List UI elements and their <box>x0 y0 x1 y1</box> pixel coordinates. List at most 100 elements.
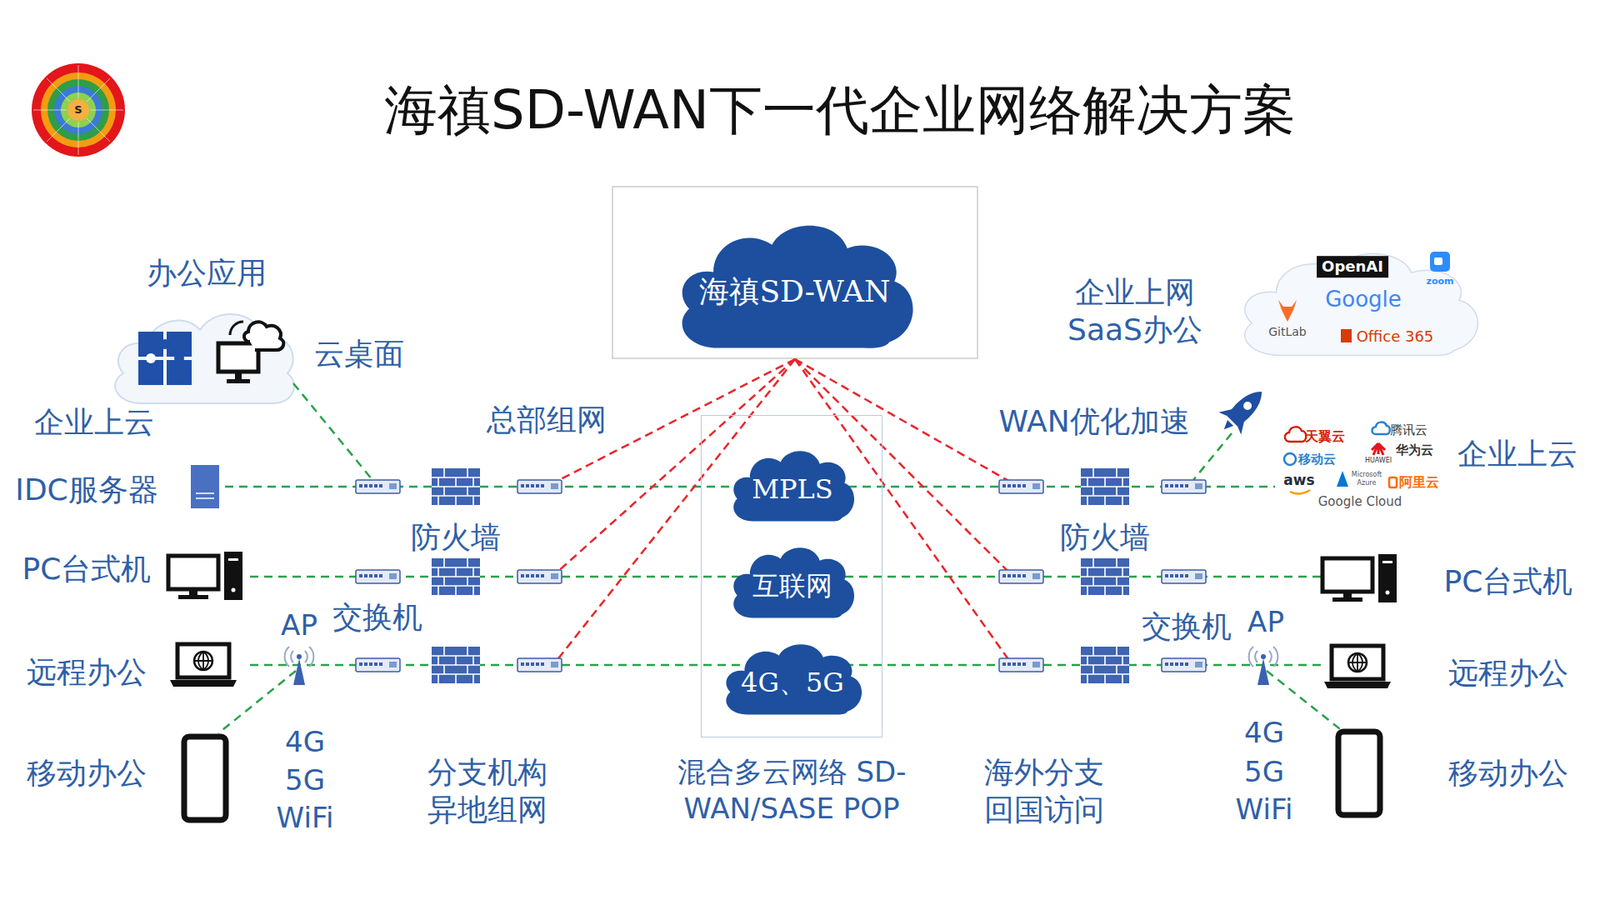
text-label: 移动办公 <box>26 754 147 792</box>
red-links <box>555 359 1010 662</box>
green-links <box>218 383 1344 734</box>
text-label: 交换机 <box>1141 607 1232 645</box>
node-text: Office 365 <box>1356 327 1435 346</box>
node-text: 互联网 <box>752 570 833 602</box>
text-label: Microsoft Azure <box>1348 470 1385 488</box>
right-devices <box>999 468 1206 684</box>
text-label: 企业上网 SaaS办公 <box>1060 273 1210 349</box>
switch-icon <box>355 480 400 494</box>
text-label: 企业上云 <box>34 403 155 441</box>
text-label: 防火墙 <box>410 518 501 556</box>
text-label: 5G <box>285 762 325 799</box>
text-label: 分支机构 异地组网 <box>412 753 563 829</box>
laptop-icon <box>1324 645 1391 689</box>
cloud-outline <box>725 644 862 715</box>
text-label: S <box>74 103 82 117</box>
cloud-outline <box>733 450 855 521</box>
firewall-icon <box>431 468 480 505</box>
text-label: 4G <box>285 724 325 760</box>
text-label: 5G <box>1244 754 1285 790</box>
pc-icon <box>1322 554 1397 603</box>
text-label: PC台式机 <box>1444 562 1574 600</box>
text-label: WiFi <box>276 800 335 836</box>
node-text: OpenAI <box>1316 255 1389 278</box>
text-label: 4G <box>1244 715 1285 751</box>
switch-icon <box>1161 570 1206 584</box>
text-label: 天翼云 <box>1305 428 1345 445</box>
network-cloud: 海禛SD-WAN <box>667 215 923 358</box>
text-label: PC台式机 <box>22 550 152 588</box>
switch-icon <box>355 658 400 672</box>
text-label: WiFi <box>1235 791 1294 828</box>
text-label: 腾讯云 <box>1390 422 1428 439</box>
node-text: 4G、5G <box>740 666 845 699</box>
text-label: 远程办公 <box>26 653 147 691</box>
text-label: 华为云 <box>1395 442 1434 459</box>
gitlab-icon <box>1278 300 1297 322</box>
left-devices <box>355 468 562 684</box>
firewall-icon <box>431 558 480 595</box>
text-label: 交换机 <box>332 598 423 636</box>
node-text: GitLab <box>1268 325 1307 340</box>
router-icon <box>999 480 1044 494</box>
office-icon <box>1340 329 1352 343</box>
node-text: zoom <box>1426 275 1455 287</box>
text-label: IDC服务器 <box>15 470 158 509</box>
router-icon <box>517 658 562 672</box>
text-label: 云桌面 <box>314 335 405 373</box>
network-cloud: MPLS <box>725 445 860 527</box>
network-cloud: 4G、5G <box>717 638 868 720</box>
text-label: WAN优化加速 <box>998 402 1190 440</box>
router-icon <box>517 570 562 584</box>
server-icon <box>190 465 220 509</box>
text-label: 远程办公 <box>1448 654 1569 692</box>
text-label: aws <box>1283 471 1315 490</box>
office-apps-illustration <box>115 314 295 404</box>
text-label: 企业上云 <box>1457 435 1578 473</box>
ap-icon <box>1249 646 1279 685</box>
zoom-icon <box>1434 257 1443 265</box>
text-label: 办公应用 <box>146 254 267 292</box>
cloud-outline <box>733 547 855 618</box>
zoom-icon <box>1430 251 1450 272</box>
text-label: 总部组网 <box>486 400 607 439</box>
cloud-outline <box>682 225 914 348</box>
phone-icon <box>1338 731 1380 815</box>
cloud-provider-marks <box>1284 422 1397 495</box>
text-label: 海外分支 回国访问 <box>969 753 1120 829</box>
node-text: Google <box>1325 286 1402 313</box>
switch-icon <box>355 570 400 584</box>
text-label: HUAWEI <box>1365 456 1392 465</box>
pop-group-box: 混合多云网络 SD-WAN/SASE POPMPLS互联网4G、5G <box>700 415 883 738</box>
node-text: 海禛SD-WAN <box>699 273 890 310</box>
phone-icon <box>184 736 226 820</box>
firewall-icon <box>431 646 480 684</box>
frame <box>612 186 978 359</box>
text-label: 移动云 <box>1298 451 1336 468</box>
network-cloud: 互联网 <box>725 541 860 624</box>
text-label: 移动办公 <box>1448 754 1569 792</box>
saas-cloud: OpenAI zoomGitLab GoogleOffice 365 <box>1230 245 1488 364</box>
ap-icon <box>285 646 315 685</box>
text-label: AP <box>280 607 318 644</box>
title: 海禛SD-WAN下一代企业网络解决方案 <box>384 74 1296 147</box>
router-icon <box>999 570 1044 584</box>
text-label: Google Cloud <box>1318 494 1403 510</box>
text-label: 阿里云 <box>1399 474 1440 491</box>
text-label: 防火墙 <box>1060 518 1150 556</box>
laptop-icon <box>170 644 237 687</box>
switch-icon <box>1161 480 1206 494</box>
switch-icon <box>1161 658 1206 672</box>
firewall-icon <box>1080 646 1130 684</box>
logo <box>31 63 125 157</box>
firewall-icon <box>1080 468 1130 505</box>
router-icon <box>517 480 562 494</box>
node-text: MPLS <box>751 473 833 505</box>
firewall-icon <box>1080 558 1130 595</box>
pc-icon <box>168 551 243 600</box>
text-label: AP <box>1247 604 1285 640</box>
node-text: 混合多云网络 SD-WAN/SASE POP <box>625 753 959 827</box>
rocket-icon <box>1212 380 1273 441</box>
router-icon <box>999 658 1044 672</box>
